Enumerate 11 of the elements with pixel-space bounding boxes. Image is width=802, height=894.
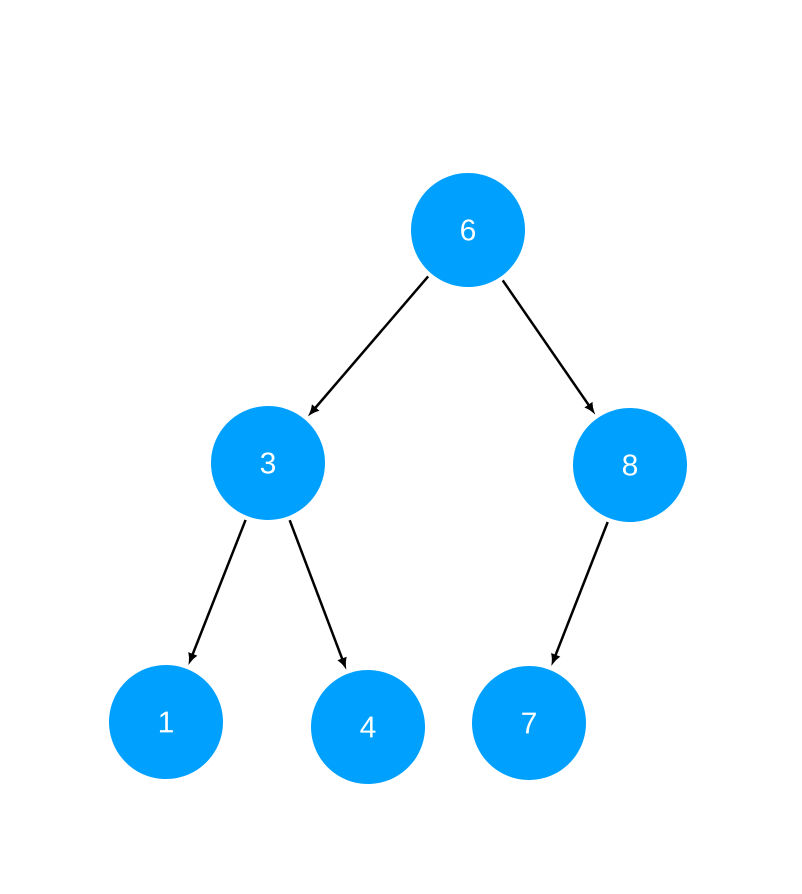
tree-node: 3 (211, 406, 325, 520)
tree-node: 1 (109, 665, 223, 779)
arrow (310, 276, 430, 414)
arrow (188, 519, 247, 662)
tree-node: 6 (411, 173, 525, 287)
arrow (502, 280, 594, 412)
arrow (551, 522, 609, 664)
tree-node: 8 (573, 408, 687, 522)
arrow (288, 520, 346, 667)
tree-node: 4 (311, 670, 425, 784)
tree-node: 7 (472, 666, 586, 780)
